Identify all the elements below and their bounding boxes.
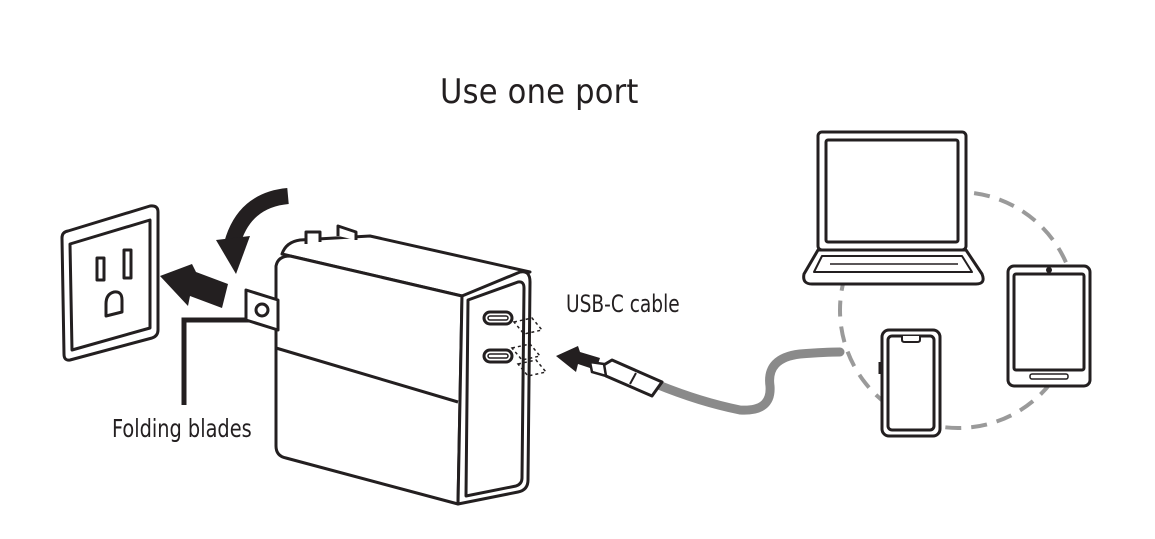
page-title: Use one port	[440, 72, 639, 112]
folding-blades-leader	[181, 317, 250, 405]
cable-arrow-icon	[556, 346, 600, 372]
insert-arrow-icon	[160, 264, 228, 308]
port-indicator	[510, 317, 548, 377]
usb-c-cable-label: USB-C cable	[566, 290, 680, 318]
folding-blades-label: Folding blades	[112, 414, 252, 443]
laptop-icon	[802, 130, 985, 286]
wall-outlet-icon	[60, 204, 160, 362]
charger-icon	[244, 224, 532, 506]
phone-icon	[878, 328, 942, 438]
usb-c-cable-icon	[588, 347, 845, 415]
fold-arrow-icon	[216, 188, 290, 274]
tablet-icon	[1006, 264, 1092, 388]
